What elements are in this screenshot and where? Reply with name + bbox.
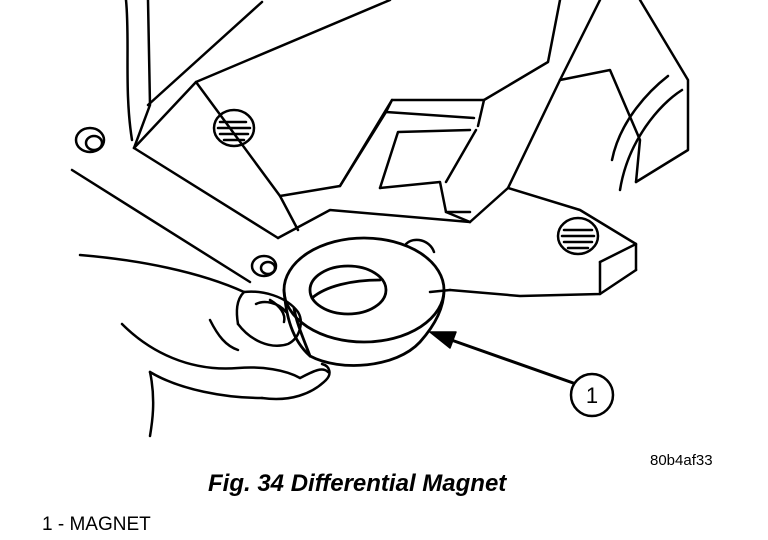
callout-bubble (569, 372, 615, 418)
hand (78, 253, 331, 438)
bolt-hole-upper-center (212, 108, 256, 148)
reference-code: 80b4af33 (650, 452, 713, 469)
bolt-hole-behind-magnet (404, 238, 436, 254)
bolt-hole-right (556, 216, 600, 256)
figure-caption: Fig. 34 Differential Magnet (208, 470, 507, 497)
magnet (282, 236, 446, 367)
legend: 1 - MAGNET (42, 514, 151, 536)
callout-arrow (429, 331, 578, 386)
callout-number: 1 (586, 383, 598, 408)
legend-item-magnet: 1 - MAGNET (42, 514, 151, 535)
bolt-holes (74, 108, 600, 278)
bolt-hole-upper-left (74, 126, 106, 154)
bolt-hole-lower-left (250, 254, 278, 278)
differential-housing (70, 0, 690, 298)
